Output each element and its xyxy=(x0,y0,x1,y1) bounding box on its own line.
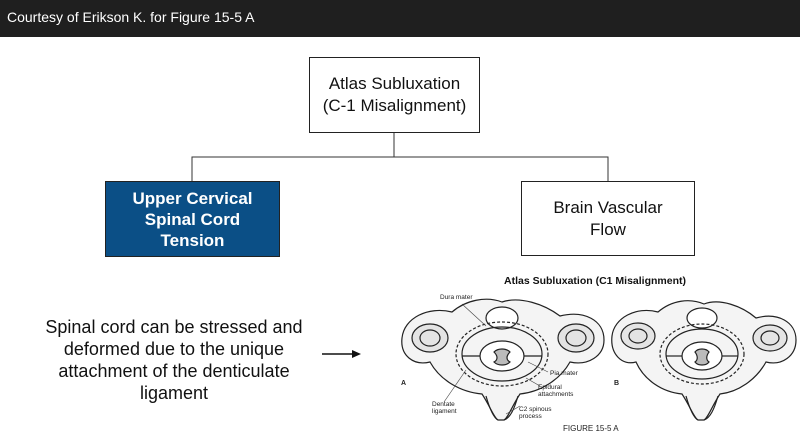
label-pia-mater: Pia mater xyxy=(550,370,578,377)
root-node-label: Atlas Subluxation (C-1 Misalignment) xyxy=(322,74,467,115)
root-node-atlas-subluxation: Atlas Subluxation (C-1 Misalignment) xyxy=(309,57,480,133)
panel-letter-a: A xyxy=(401,380,407,387)
left-node-label: Upper Cervical Spinal Cord Tension xyxy=(132,188,253,250)
label-epidural-attachments: Epidural attachments xyxy=(538,384,574,398)
description-text: Spinal cord can be stressed and deformed… xyxy=(45,317,303,403)
right-node-label: Brain Vascular Flow xyxy=(553,197,663,239)
label-c2-spinous-process: C2 spinous process xyxy=(519,406,552,420)
figure-title: Atlas Subluxation (C1 Misalignment) xyxy=(503,275,687,287)
child-node-spinal-cord-tension: Upper Cervical Spinal Cord Tension xyxy=(105,181,280,257)
label-dura-mater: Dura mater xyxy=(440,294,473,301)
figure-caption: FIGURE 15-5 A xyxy=(563,424,619,433)
child-node-brain-vascular-flow: Brain Vascular Flow xyxy=(521,181,695,256)
panel-letter-b: B xyxy=(614,380,620,387)
label-dentate-ligament: Dentate ligament xyxy=(432,401,457,415)
credit-text: Courtesy of Erikson K. for Figure 15-5 A xyxy=(7,9,255,25)
header-bar: Courtesy of Erikson K. for Figure 15-5 A xyxy=(0,0,800,37)
